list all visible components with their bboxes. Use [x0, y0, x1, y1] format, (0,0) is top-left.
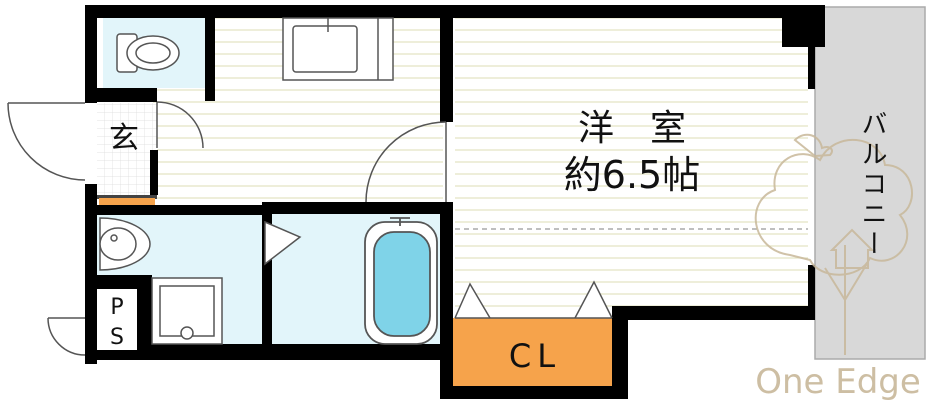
entrance-mat — [99, 198, 155, 205]
watermark-text: One Edge — [755, 362, 921, 402]
closet-doors-icon — [454, 280, 613, 319]
entrance-label: 玄 — [109, 121, 139, 156]
balcony-floor — [814, 6, 926, 360]
washing-machine-pan-icon — [151, 277, 223, 345]
western-room-name: 洋 室 — [578, 108, 686, 149]
walls — [85, 5, 825, 399]
toilet-icon — [116, 33, 180, 73]
pipe-space-box — [97, 289, 137, 350]
pipe-space-label-s: S — [110, 325, 124, 350]
bathtub-icon — [364, 217, 438, 345]
pipe-space-label-p: P — [110, 295, 123, 320]
western-room-floor — [455, 18, 808, 318]
kitchen-sink-icon — [282, 17, 394, 81]
balcony-label: バルコニー — [857, 110, 887, 260]
western-room-size: 約6.5帖 — [564, 153, 700, 197]
room-door-icon — [365, 121, 447, 203]
entrance-door-icon — [7, 102, 86, 181]
entrance-floor — [97, 103, 157, 195]
closet-floor — [452, 318, 614, 390]
closet-label: CL — [509, 337, 561, 375]
tree-logo-icon — [754, 133, 913, 355]
washroom-door-icon — [264, 220, 302, 266]
toilet-door-icon — [156, 101, 204, 149]
ps-door-icon — [47, 317, 86, 356]
wash-basin-icon — [99, 217, 151, 271]
